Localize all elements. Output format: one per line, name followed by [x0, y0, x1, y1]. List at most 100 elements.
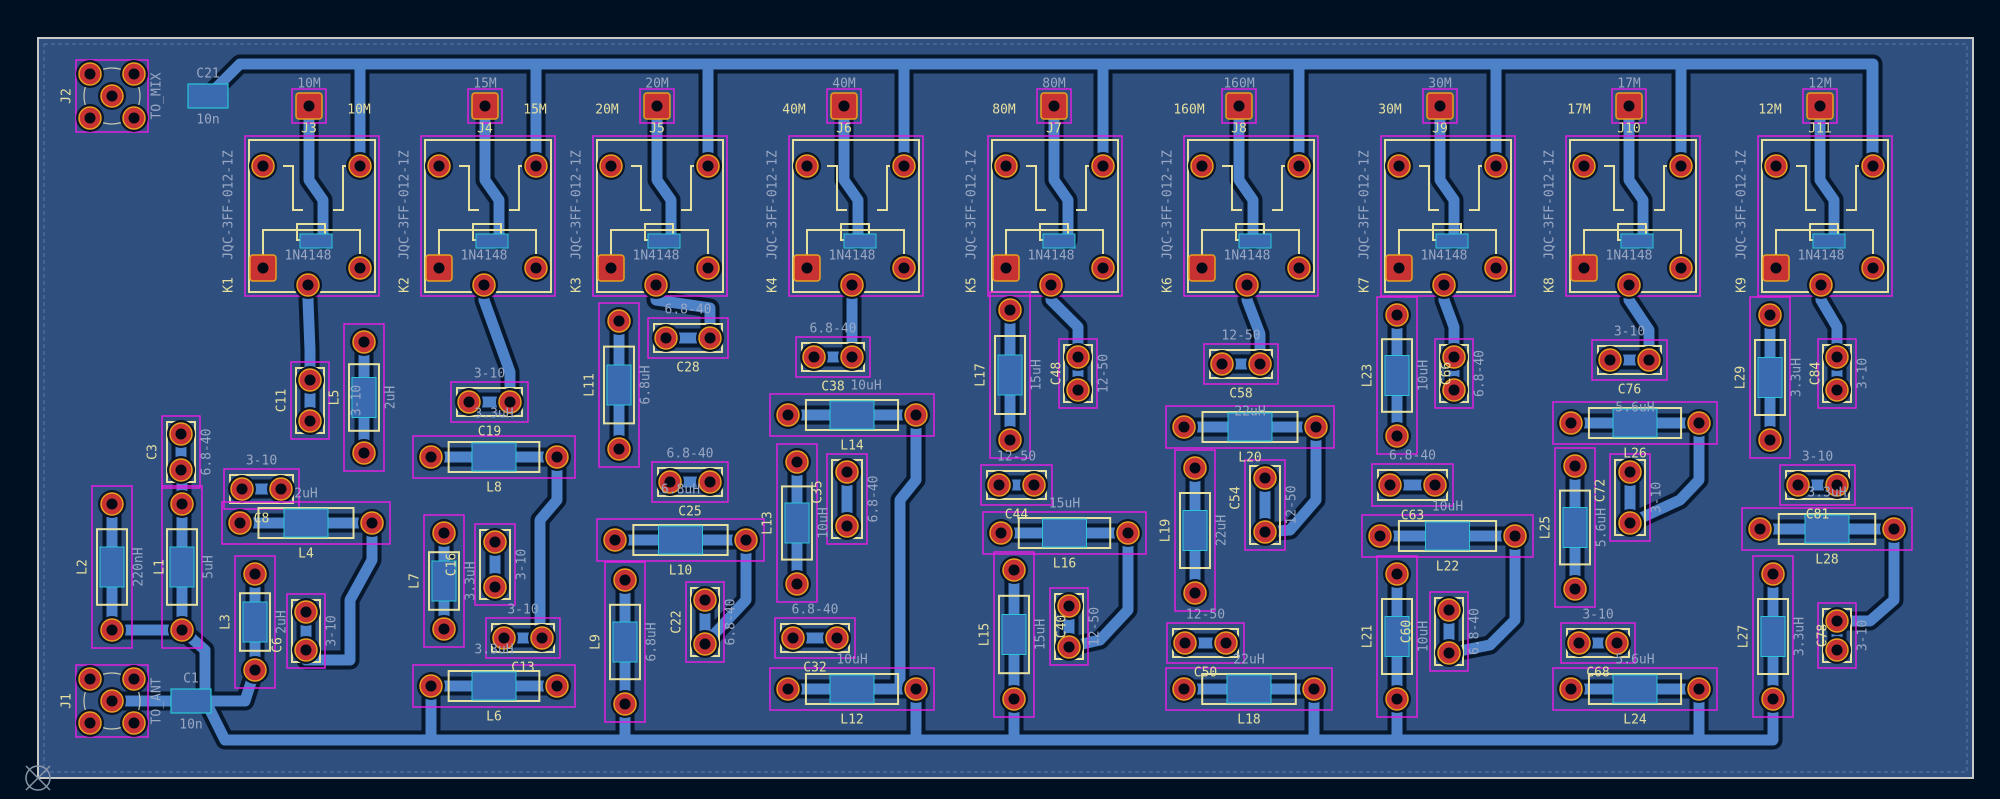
smd-capacitor-c21[interactable] [187, 83, 229, 109]
copper-trace[interactable] [838, 100, 864, 246]
trimmer-capacitor-c8[interactable] [223, 468, 300, 510]
trimmer-capacitor-c19[interactable] [450, 381, 529, 423]
diode-smd[interactable] [647, 233, 681, 249]
copper-trace[interactable] [1434, 100, 1460, 246]
relay-k4[interactable] [788, 135, 924, 299]
trimmer-capacitor-c40[interactable] [1049, 587, 1089, 666]
coax-connector-j2[interactable] [75, 59, 149, 133]
diode-smd[interactable] [475, 233, 509, 249]
inductor-l23[interactable] [1376, 296, 1418, 455]
copper-trace[interactable] [1623, 100, 1649, 246]
diode-smd[interactable] [1435, 233, 1469, 249]
inductor-l19[interactable] [1174, 449, 1216, 612]
copper-trace[interactable] [1443, 530, 1521, 659]
trimmer-capacitor-c32[interactable] [774, 617, 856, 659]
copper-trace[interactable] [1063, 527, 1134, 653]
trimmer-capacitor-c50[interactable] [1166, 622, 1245, 664]
trimmer-capacitor-c60[interactable] [1429, 591, 1469, 672]
trimmer-capacitor-c44[interactable] [980, 464, 1053, 506]
inductor-l24[interactable] [1552, 667, 1718, 711]
inductor-l28[interactable] [1741, 507, 1913, 551]
coax-connector-j1[interactable] [75, 664, 149, 738]
inductor-l16[interactable] [982, 511, 1147, 555]
copper-trace[interactable] [1831, 523, 1900, 627]
copper-trace[interactable] [1233, 100, 1259, 246]
inductor-l11[interactable] [598, 302, 640, 468]
band-connector-j5[interactable] [639, 88, 675, 124]
copper-trace[interactable] [479, 100, 505, 246]
copper-trace[interactable] [651, 100, 677, 246]
inductor-l22[interactable] [1361, 514, 1534, 558]
inductor-l2[interactable] [91, 485, 133, 649]
diode-smd[interactable] [843, 233, 877, 249]
inductor-l20[interactable] [1165, 405, 1335, 449]
inductor-l27[interactable] [1752, 555, 1794, 718]
inductor-l17[interactable] [989, 291, 1031, 459]
trimmer-capacitor-c72[interactable] [1609, 453, 1651, 542]
band-connector-j4[interactable] [467, 88, 503, 124]
trimmer-capacitor-c25[interactable] [651, 461, 729, 503]
band-connector-j8[interactable] [1221, 88, 1257, 124]
copper-trace[interactable] [1624, 417, 1705, 529]
copper-trace[interactable] [1048, 100, 1074, 246]
relay-k7[interactable] [1380, 135, 1516, 299]
band-connector-j10[interactable] [1611, 88, 1647, 124]
inductor-l7[interactable] [423, 514, 465, 648]
relay-k3[interactable] [592, 135, 728, 299]
inductor-l12[interactable] [769, 667, 935, 711]
band-connector-j9[interactable] [1422, 88, 1458, 124]
inductor-l29[interactable] [1749, 296, 1791, 459]
inductor-l21[interactable] [1376, 555, 1418, 718]
inductor-l3[interactable] [234, 555, 276, 689]
inductor-l6[interactable] [412, 664, 576, 708]
trimmer-capacitor-c48[interactable] [1058, 338, 1098, 409]
inductor-l25[interactable] [1554, 447, 1596, 608]
copper-trace[interactable] [106, 664, 261, 707]
trimmer-capacitor-c16[interactable] [474, 523, 516, 606]
relay-k1[interactable] [244, 135, 380, 299]
relay-k8[interactable] [1565, 135, 1701, 299]
copper-trace[interactable] [300, 517, 378, 666]
copper-trace[interactable] [303, 100, 329, 246]
inductor-l5[interactable] [343, 323, 385, 472]
trimmer-capacitor-c76[interactable] [1591, 339, 1668, 381]
trimmer-capacitor-c66[interactable] [1434, 338, 1474, 409]
relay-k5[interactable] [987, 135, 1123, 299]
copper-trace[interactable] [1814, 100, 1840, 246]
trimmer-capacitor-c22[interactable] [685, 581, 725, 663]
copper-trace[interactable] [894, 409, 922, 695]
trimmer-capacitor-c58[interactable] [1203, 343, 1279, 385]
band-connector-j3[interactable] [291, 88, 327, 124]
inductor-l1[interactable] [161, 485, 203, 649]
inductor-l18[interactable] [1165, 667, 1333, 711]
smd-capacitor-c1[interactable] [170, 688, 212, 714]
trimmer-capacitor-c84[interactable] [1817, 338, 1857, 409]
relay-k9[interactable] [1757, 135, 1893, 299]
diode-smd[interactable] [299, 233, 333, 249]
copper-trace[interactable] [176, 624, 1779, 746]
inductor-l14[interactable] [769, 393, 935, 437]
band-connector-j6[interactable] [826, 88, 862, 124]
diode-smd[interactable] [1042, 233, 1076, 249]
inductor-l26[interactable] [1552, 401, 1718, 445]
copper-trace[interactable] [302, 279, 316, 386]
trimmer-capacitor-c38[interactable] [795, 336, 871, 378]
inductor-l13[interactable] [776, 443, 818, 603]
trimmer-capacitor-c6[interactable] [286, 593, 326, 669]
trimmer-capacitor-c78[interactable] [1817, 602, 1857, 669]
trimmer-capacitor-c81[interactable] [1779, 464, 1856, 506]
trimmer-capacitor-c35[interactable] [826, 453, 868, 545]
inductor-l8[interactable] [412, 435, 576, 479]
relay-k6[interactable] [1183, 135, 1319, 299]
relay-k2[interactable] [420, 135, 556, 299]
trimmer-capacitor-c28[interactable] [647, 317, 729, 359]
diode-smd[interactable] [1620, 233, 1654, 249]
band-connector-j11[interactable] [1802, 88, 1838, 124]
inductor-l9[interactable] [604, 561, 646, 723]
inductor-l15[interactable] [993, 551, 1035, 718]
trimmer-capacitor-c13[interactable] [485, 617, 561, 659]
inductor-l4[interactable] [221, 501, 391, 545]
diode-smd[interactable] [1238, 233, 1272, 249]
inductor-l10[interactable] [596, 518, 765, 562]
